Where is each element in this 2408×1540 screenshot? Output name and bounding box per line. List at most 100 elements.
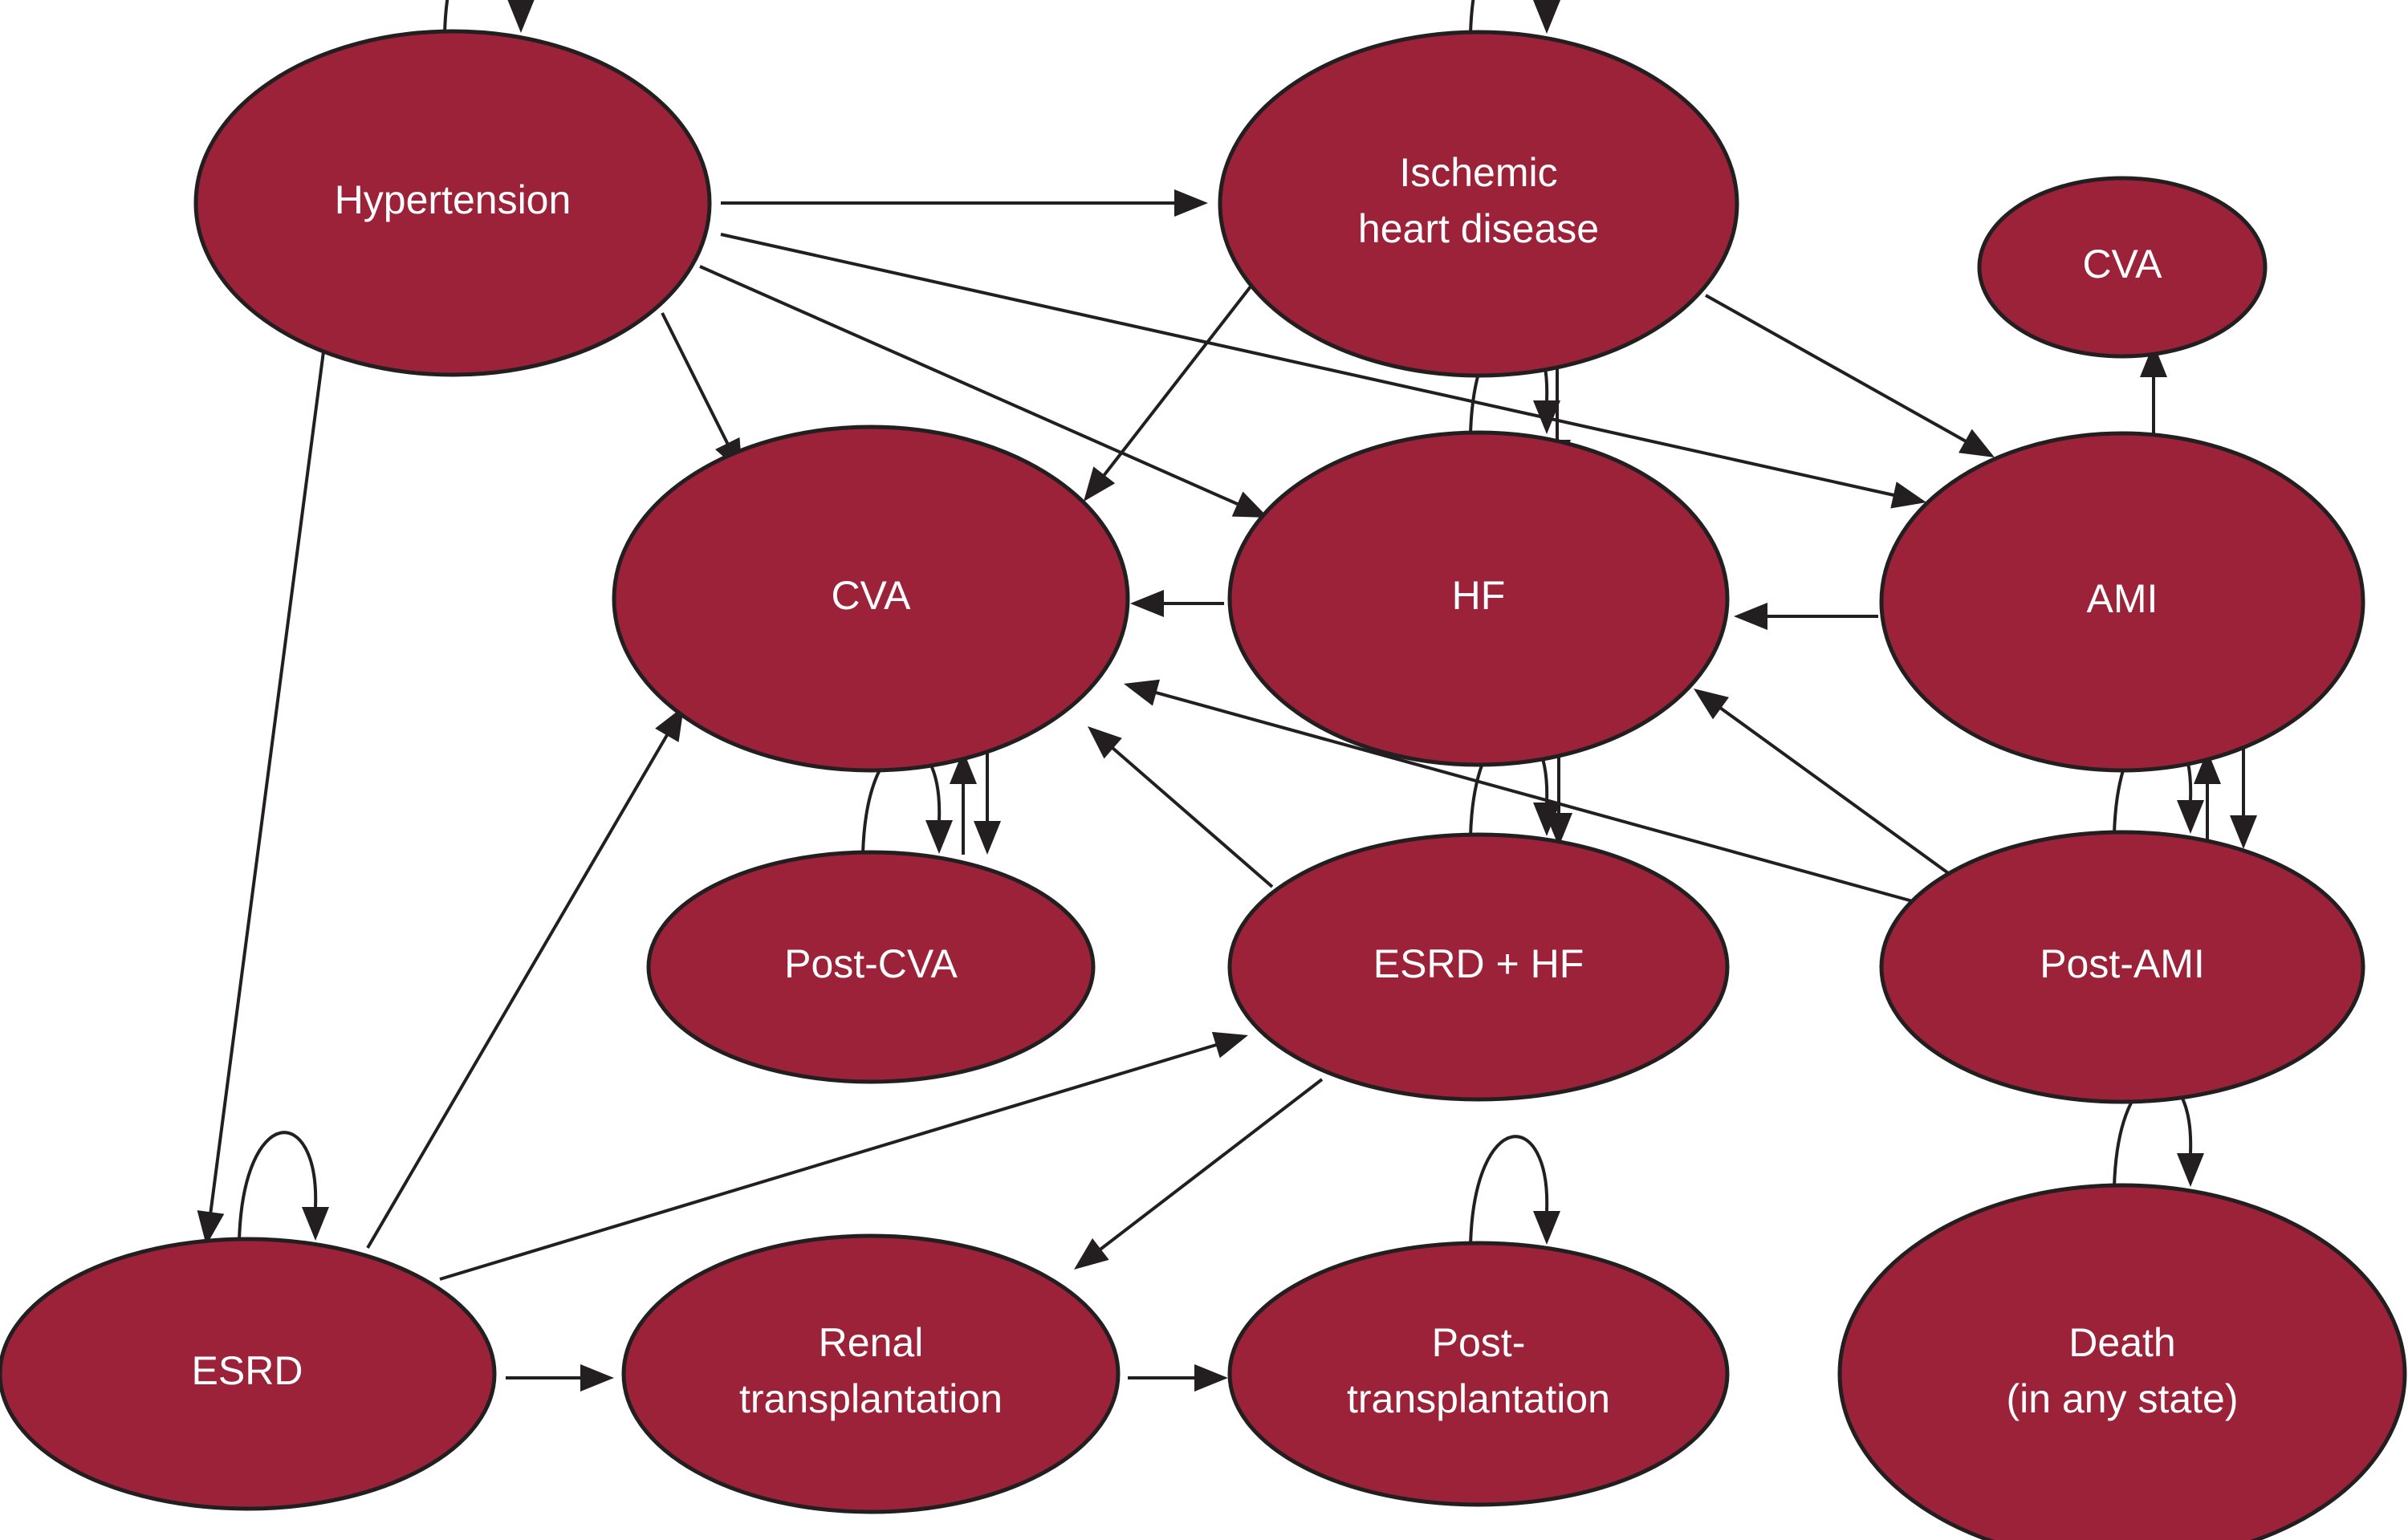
- arrowhead-icon: [1074, 1237, 1109, 1270]
- edge-hypertension-to-esrd: [197, 339, 327, 1245]
- self-loop-ihd: [1469, 0, 1560, 35]
- arrowhead-icon: [1533, 1211, 1560, 1245]
- state-node-ihd: Ischemic heart disease: [1218, 30, 1739, 378]
- arrowhead-icon: [1533, 803, 1560, 836]
- edge-line: [1104, 741, 1274, 888]
- edge-line: [366, 725, 673, 1249]
- state-ellipse: [621, 1233, 1121, 1514]
- state-node-post-cva: Post-CVA: [646, 850, 1096, 1084]
- self-loop-post-tx: [1469, 1135, 1560, 1245]
- state-ellipse: [193, 29, 712, 377]
- state-label: Post-CVA: [784, 941, 958, 986]
- edge-line: [699, 265, 1247, 510]
- arrowhead-icon: [655, 706, 684, 742]
- state-node-hf: HF: [1227, 430, 1730, 767]
- arrowhead-icon: [1174, 189, 1208, 217]
- state-ellipse: [1218, 30, 1739, 378]
- state-label: heart disease: [1358, 206, 1599, 251]
- edge-ami-to-post_ami: [2230, 742, 2257, 849]
- state-ellipse: [1227, 1241, 1730, 1507]
- state-node-renal-tx: Renal transplantation: [621, 1233, 1121, 1514]
- edge-post_ami-to-ami: [2194, 750, 2221, 849]
- arrowhead-icon: [950, 750, 977, 784]
- state-label: (in any state): [2006, 1376, 2238, 1421]
- edges-layer: [197, 0, 2257, 1392]
- arrowhead-icon: [2140, 343, 2167, 377]
- edge-ihd-to-ami: [1705, 294, 1995, 457]
- edge-line: [1096, 281, 1255, 484]
- edge-hypertension-to-ihd: [721, 189, 1208, 217]
- state-label: AMI: [2087, 576, 2158, 621]
- state-label: HF: [1452, 573, 1506, 618]
- arrowhead-icon: [974, 821, 1001, 855]
- edge-line: [661, 312, 734, 453]
- state-label: Ischemic: [1399, 150, 1557, 195]
- state-node-esrd-hf: ESRD + HF: [1227, 832, 1730, 1102]
- arrowhead-icon: [925, 820, 953, 854]
- edge-esrd_hf-to-cva: [1088, 726, 1274, 888]
- arrowhead-icon: [1533, 0, 1560, 34]
- state-ellipse: [1879, 830, 2365, 1104]
- state-node-cva: CVA: [612, 425, 1130, 773]
- edge-post_ami-to-cva: [1124, 679, 1919, 904]
- edge-esrd-to-renal_tx: [506, 1364, 614, 1392]
- state-label: Post-AMI: [2040, 941, 2205, 986]
- arrowhead-icon: [1734, 603, 1767, 630]
- arrowhead-icon: [302, 1207, 329, 1241]
- arrowhead-icon: [1533, 400, 1560, 434]
- edge-hf-to-cva: [1130, 590, 1224, 617]
- arrowhead-icon: [1088, 726, 1122, 759]
- edge-esrd_hf-to-renal_tx: [1074, 1078, 1324, 1270]
- state-label: ESRD: [192, 1348, 303, 1393]
- arrowhead-icon: [2230, 815, 2257, 849]
- edge-line: [1092, 1078, 1324, 1257]
- edge-post_ami-to-hf: [1694, 689, 1952, 876]
- edge-line: [439, 1040, 1226, 1281]
- arrowhead-icon: [2177, 800, 2204, 834]
- edge-renal_tx-to-post_tx: [1128, 1364, 1228, 1392]
- state-node-esrd: ESRD: [0, 1237, 497, 1511]
- edge-line: [720, 233, 1904, 499]
- state-label: transplantation: [739, 1376, 1003, 1421]
- edge-post_cva-to-cva: [950, 750, 977, 855]
- state-node-cva-top: CVA: [1977, 176, 2268, 359]
- arrowhead-icon: [197, 1210, 225, 1245]
- state-label: Post-: [1432, 1320, 1526, 1365]
- edge-line: [207, 339, 327, 1222]
- state-node-post-tx: Post-transplantation: [1227, 1241, 1730, 1507]
- edge-esrd-to-esrd_hf: [439, 1031, 1248, 1281]
- state-label: Death: [2068, 1320, 2175, 1365]
- self-loop-line: [1469, 1135, 1549, 1245]
- edge-line: [1146, 689, 1919, 904]
- arrowhead-icon: [1959, 429, 1995, 457]
- edge-ami-to-hf: [1734, 603, 1878, 630]
- edge-esrd-to-cva: [366, 706, 684, 1249]
- self-loop-line: [238, 1131, 318, 1241]
- arrowhead-icon: [1124, 679, 1161, 706]
- edge-cva-to-post_cva: [974, 746, 1001, 855]
- edge-hypertension-to-cva: [661, 312, 742, 473]
- edge-hypertension-to-ami: [720, 233, 1926, 509]
- arrowhead-icon: [1890, 482, 1926, 509]
- arrowhead-icon: [2194, 750, 2221, 784]
- edge-line: [1712, 701, 1952, 876]
- edge-line: [1705, 294, 1975, 448]
- state-label: CVA: [831, 573, 911, 618]
- arrowhead-icon: [1084, 466, 1116, 502]
- state-label: CVA: [2082, 242, 2162, 286]
- state-node-ami: AMI: [1879, 431, 2365, 773]
- arrowhead-icon: [1694, 689, 1729, 720]
- state-ellipse: [0, 1237, 497, 1511]
- edge-ihd-to-cva: [1084, 281, 1255, 502]
- state-node-hypertension: Hypertension: [193, 29, 712, 377]
- state-ellipse: [1977, 176, 2268, 359]
- state-label: Renal: [819, 1320, 924, 1365]
- arrowhead-icon: [1194, 1364, 1228, 1392]
- state-node-post-ami: Post-AMI: [1879, 830, 2365, 1104]
- state-ellipse: [1837, 1183, 2407, 1540]
- arrowhead-icon: [1231, 491, 1268, 518]
- state-ellipse: [1227, 832, 1730, 1102]
- edge-hypertension-to-hf: [699, 265, 1268, 518]
